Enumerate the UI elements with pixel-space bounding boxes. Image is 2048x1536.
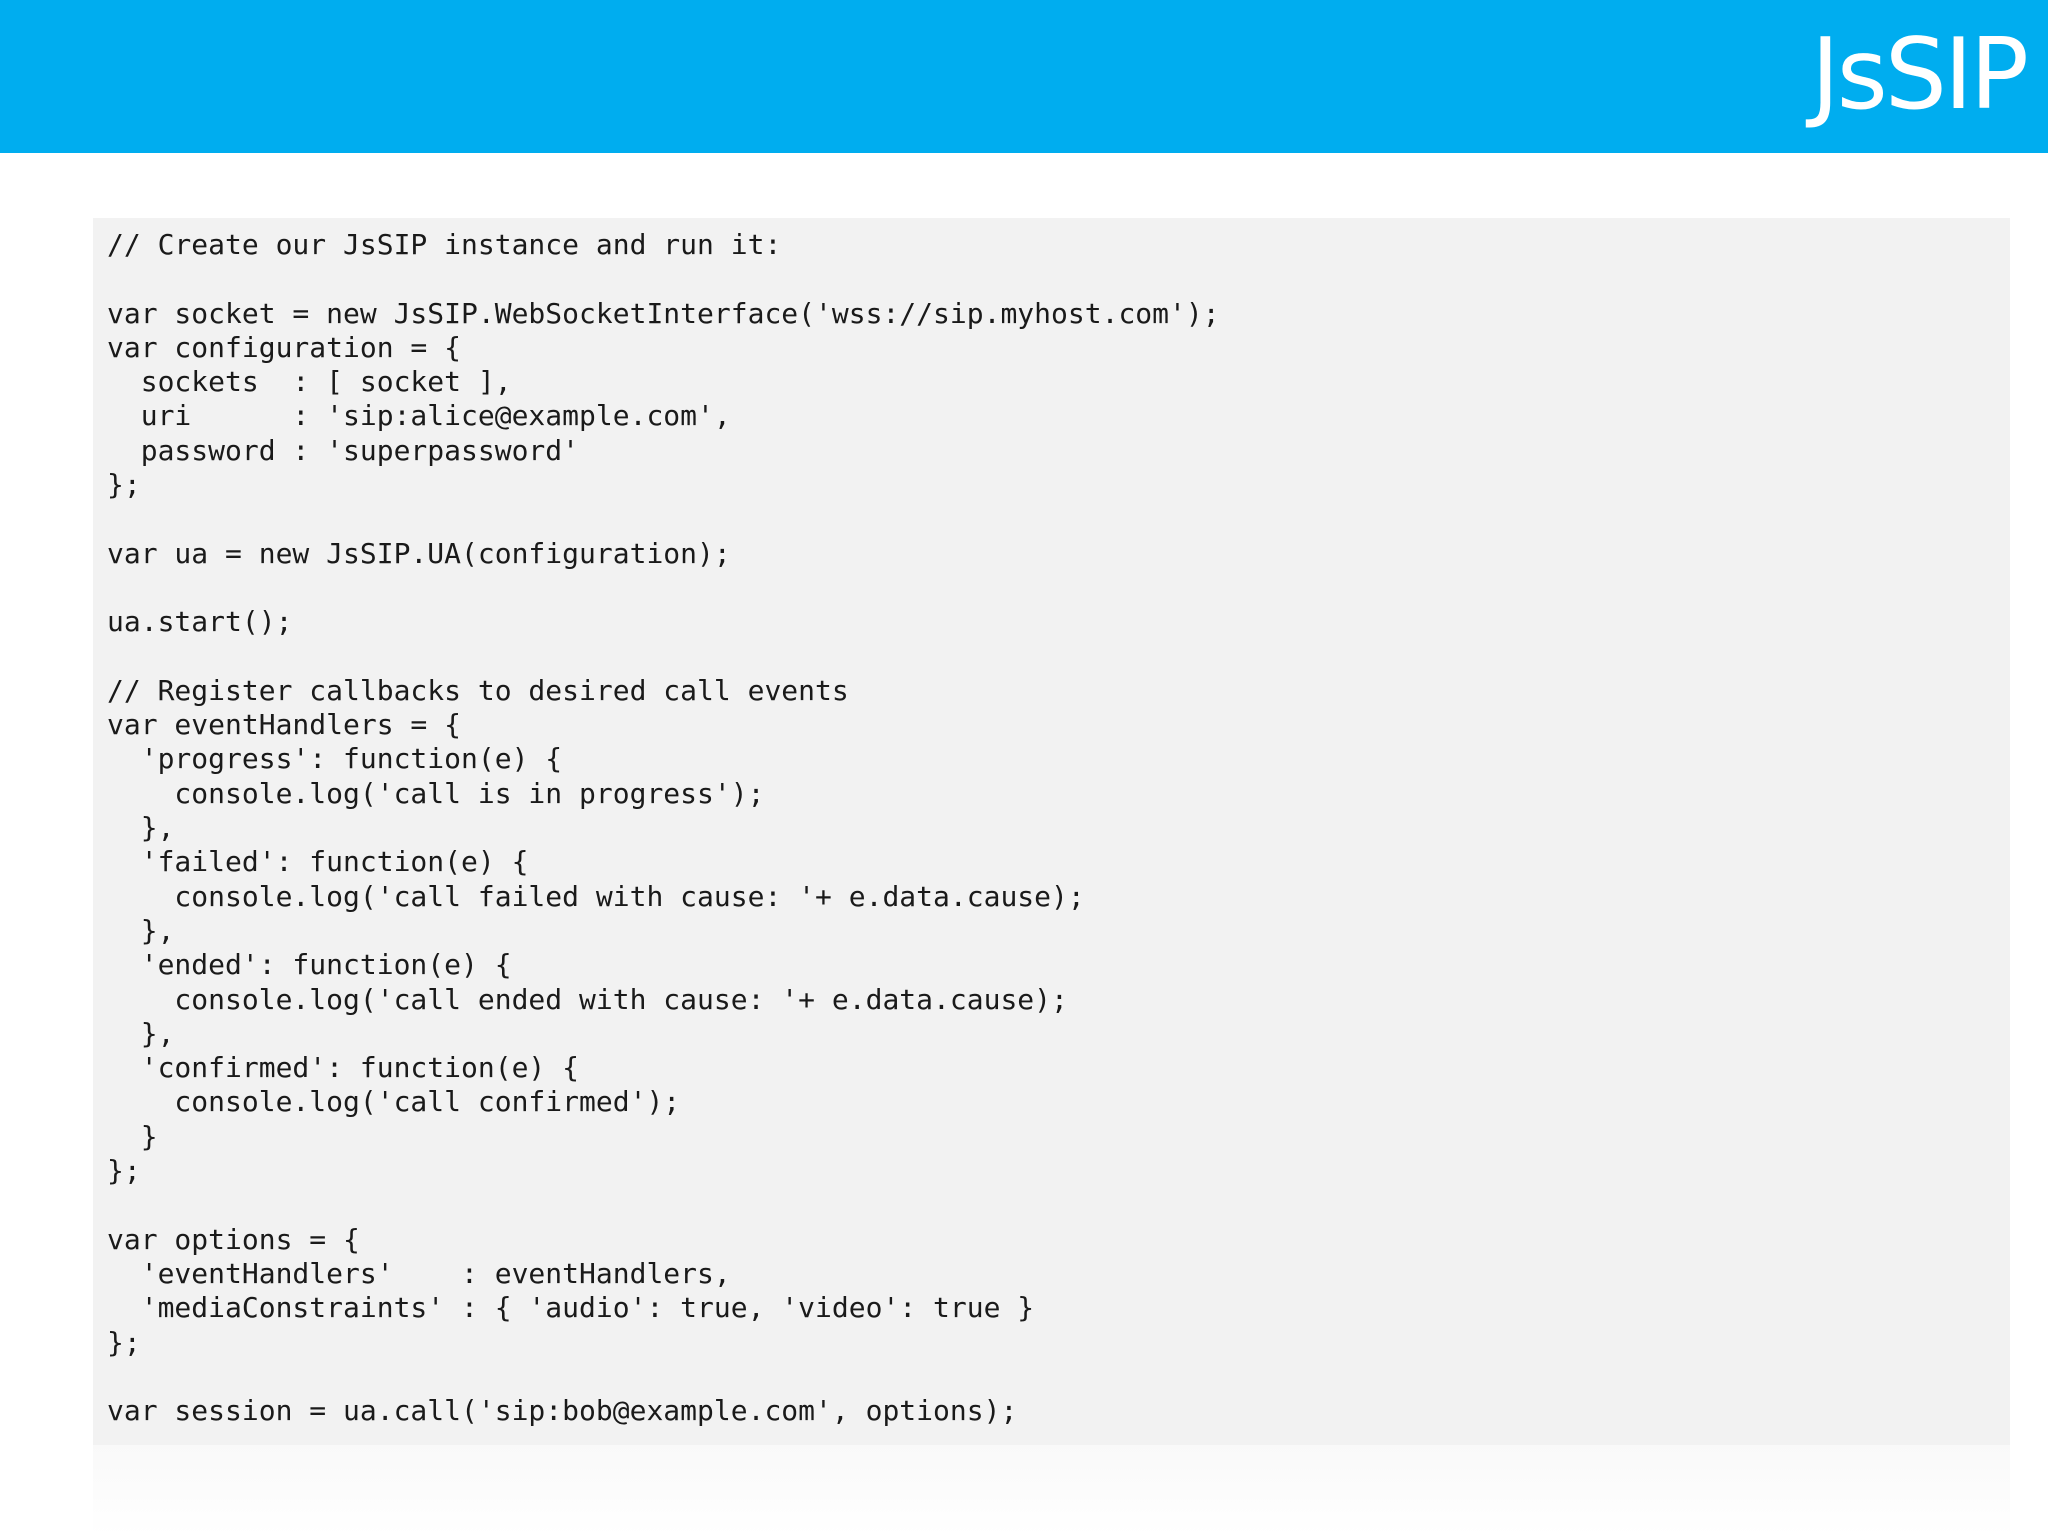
code-line: password : 'superpassword' (107, 433, 580, 467)
code-line: } (107, 1119, 158, 1153)
code-line: var session = ua.call('sip:bob@example.c… (107, 1394, 1018, 1428)
code-line (107, 262, 1220, 296)
slide-title: JsSIP (1810, 18, 2029, 132)
code-line: uri : 'sip:alice@example.com', (107, 399, 731, 433)
code-line: ua.start(); (107, 605, 293, 639)
code-line: console.log('call confirmed'); (107, 1085, 681, 1119)
code-line: var configuration = { (107, 330, 462, 364)
code-panel: // Create our JsSIP instance and run it:… (93, 218, 2010, 1445)
code-line: // Register callbacks to desired call ev… (107, 673, 849, 707)
code-line: console.log('call failed with cause: '+ … (107, 879, 1085, 913)
code-line: 'progress': function(e) { (107, 742, 563, 776)
code-line: var ua = new JsSIP.UA(configuration); (107, 536, 731, 570)
code-line: }; (107, 1154, 141, 1188)
code-line: }, (107, 811, 175, 845)
code-line: 'confirmed': function(e) { (107, 1051, 580, 1085)
code-line: console.log('call is in progress'); (107, 776, 765, 810)
code-line (107, 1188, 1220, 1222)
code-line: 'ended': function(e) { (107, 948, 512, 982)
code-block: // Create our JsSIP instance and run it:… (107, 228, 1220, 1428)
code-line: sockets : [ socket ], (107, 365, 512, 399)
code-line (107, 571, 1220, 605)
header-bar: JsSIP (0, 0, 2048, 153)
code-line: var socket = new JsSIP.WebSocketInterfac… (107, 296, 1220, 330)
code-line: }, (107, 913, 175, 947)
code-line (107, 1360, 1220, 1394)
code-panel-fade (93, 1445, 2010, 1536)
code-line (107, 640, 1220, 674)
code-line: 'mediaConstraints' : { 'audio': true, 'v… (107, 1291, 1035, 1325)
code-line: // Create our JsSIP instance and run it: (107, 228, 782, 261)
code-line: 'failed': function(e) { (107, 845, 529, 879)
code-line: }, (107, 1016, 175, 1050)
code-line: }; (107, 468, 141, 502)
code-line: console.log('call ended with cause: '+ e… (107, 982, 1068, 1016)
code-line: }; (107, 1325, 141, 1359)
code-line: 'eventHandlers' : eventHandlers, (107, 1256, 731, 1290)
code-line: var eventHandlers = { (107, 708, 462, 742)
code-line (107, 502, 1220, 536)
code-line: var options = { (107, 1222, 360, 1256)
